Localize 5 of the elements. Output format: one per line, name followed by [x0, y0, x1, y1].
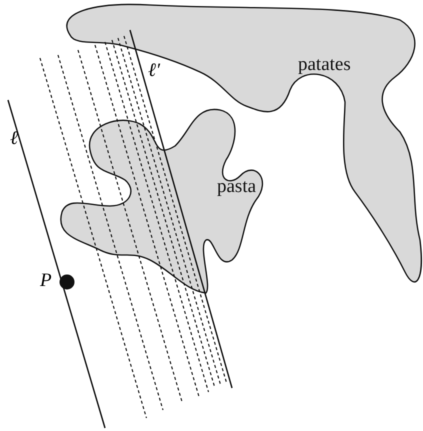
line-label: ℓ′: [148, 60, 160, 82]
region-label: pasta: [217, 176, 256, 198]
point-label: P: [40, 270, 52, 292]
region-label: patates: [298, 54, 351, 76]
line-label: ℓ: [10, 128, 18, 150]
